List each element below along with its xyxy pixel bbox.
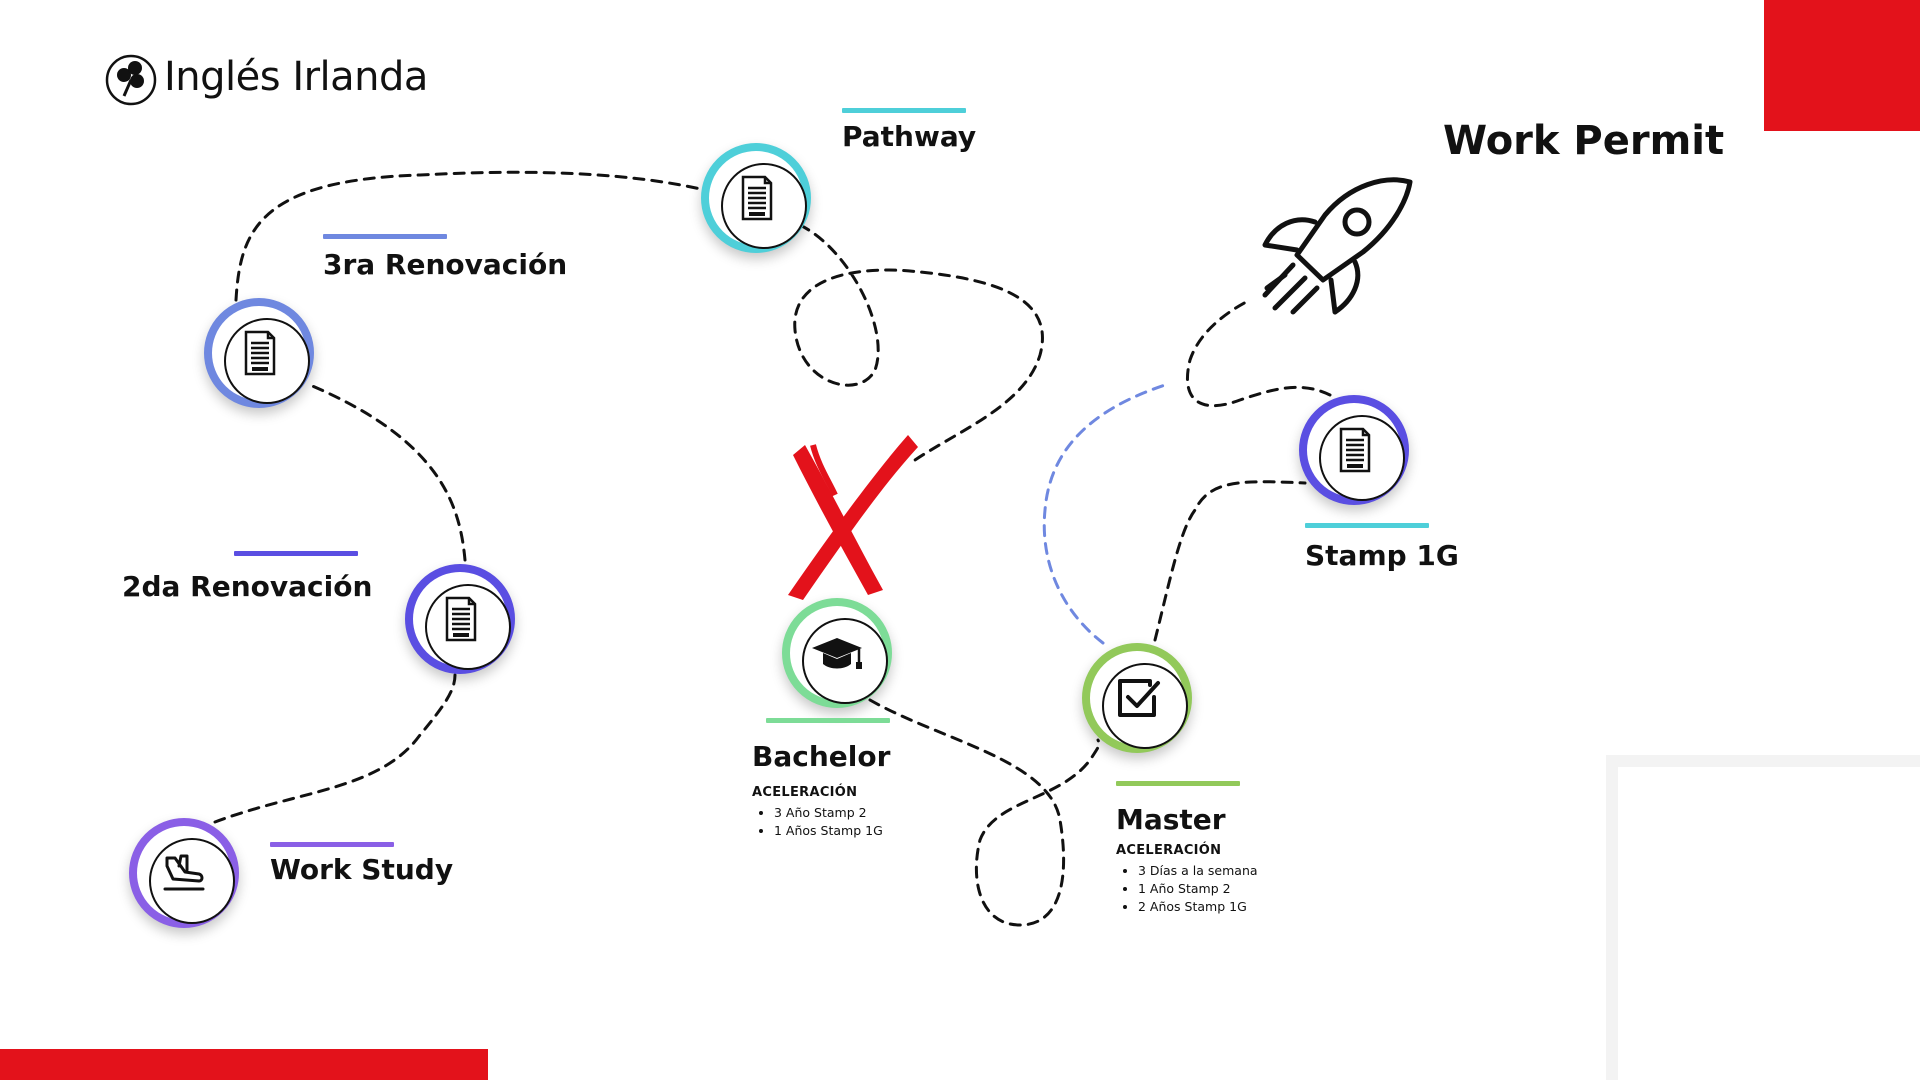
brand-name: Inglés Irlanda (164, 54, 428, 100)
bachelor-accent-bar (766, 718, 890, 723)
pathway-accent-bar (842, 108, 966, 113)
document-icon (741, 175, 773, 221)
document-icon (244, 330, 276, 376)
node-bachelor[interactable] (782, 598, 892, 708)
pathway-label: Pathway (842, 120, 977, 153)
node-pathway[interactable] (701, 143, 811, 253)
node-renov3[interactable] (204, 298, 314, 408)
path-renov2-to-renov3 (308, 383, 467, 562)
workstudy-accent-bar (270, 842, 394, 847)
bachelor-label: Bachelor (752, 740, 891, 773)
node-master[interactable] (1082, 643, 1192, 753)
stamp1g-label: Stamp 1G (1305, 539, 1459, 572)
master-acceleration-item: 1 Año Stamp 2 (1138, 880, 1258, 898)
master-acceleration-item: 2 Años Stamp 1G (1138, 898, 1258, 916)
master-acceleration: ACELERACIÓN 3 Días a la semana 1 Año Sta… (1116, 843, 1258, 916)
path-master-to-stamp1g (1153, 480, 1307, 642)
path-bachelor-to-master (868, 698, 1101, 927)
red-corner-block-top-right (1764, 0, 1920, 131)
master-label: Master (1116, 803, 1226, 836)
path-workstudy-to-renov2 (213, 673, 457, 824)
page-title: Work Permit (1443, 118, 1725, 164)
node-stamp1g[interactable] (1299, 395, 1409, 505)
path-master-blue-dashed (1042, 383, 1167, 645)
bachelor-acceleration-item: 1 Años Stamp 1G (774, 822, 883, 840)
rocket-icon (1262, 177, 1413, 315)
document-icon (1339, 427, 1371, 473)
red-x-icon (788, 435, 918, 600)
workstudy-label: Work Study (270, 853, 454, 886)
renov2-label: 2da Renovación (122, 570, 373, 603)
renov3-accent-bar (323, 234, 447, 239)
red-bar-bottom-left (0, 1049, 488, 1080)
path-renov3-to-pathway (234, 170, 707, 302)
light-panel-inner (1618, 767, 1920, 1080)
master-accent-bar (1116, 781, 1240, 786)
renov3-label: 3ra Renovación (323, 248, 568, 281)
node-workstudy[interactable] (129, 818, 239, 928)
path-pathway-loop (793, 223, 1044, 462)
bachelor-acceleration: ACELERACIÓN 3 Año Stamp 2 1 Años Stamp 1… (752, 785, 883, 840)
master-acceleration-title: ACELERACIÓN (1116, 843, 1222, 858)
bachelor-acceleration-title: ACELERACIÓN (752, 785, 858, 800)
bachelor-acceleration-item: 3 Año Stamp 2 (774, 804, 883, 822)
shamrock-icon (105, 54, 157, 106)
airplane-landing-icon (163, 854, 205, 891)
node-renov2[interactable] (405, 564, 515, 674)
checkbox-icon (1118, 679, 1160, 717)
graduation-cap-icon (812, 638, 862, 669)
master-acceleration-item: 3 Días a la semana (1138, 862, 1258, 880)
renov2-accent-bar (234, 551, 358, 556)
stamp1g-accent-bar (1305, 523, 1429, 528)
document-icon (445, 596, 477, 642)
path-stamp1g-to-rocket (1185, 298, 1332, 408)
